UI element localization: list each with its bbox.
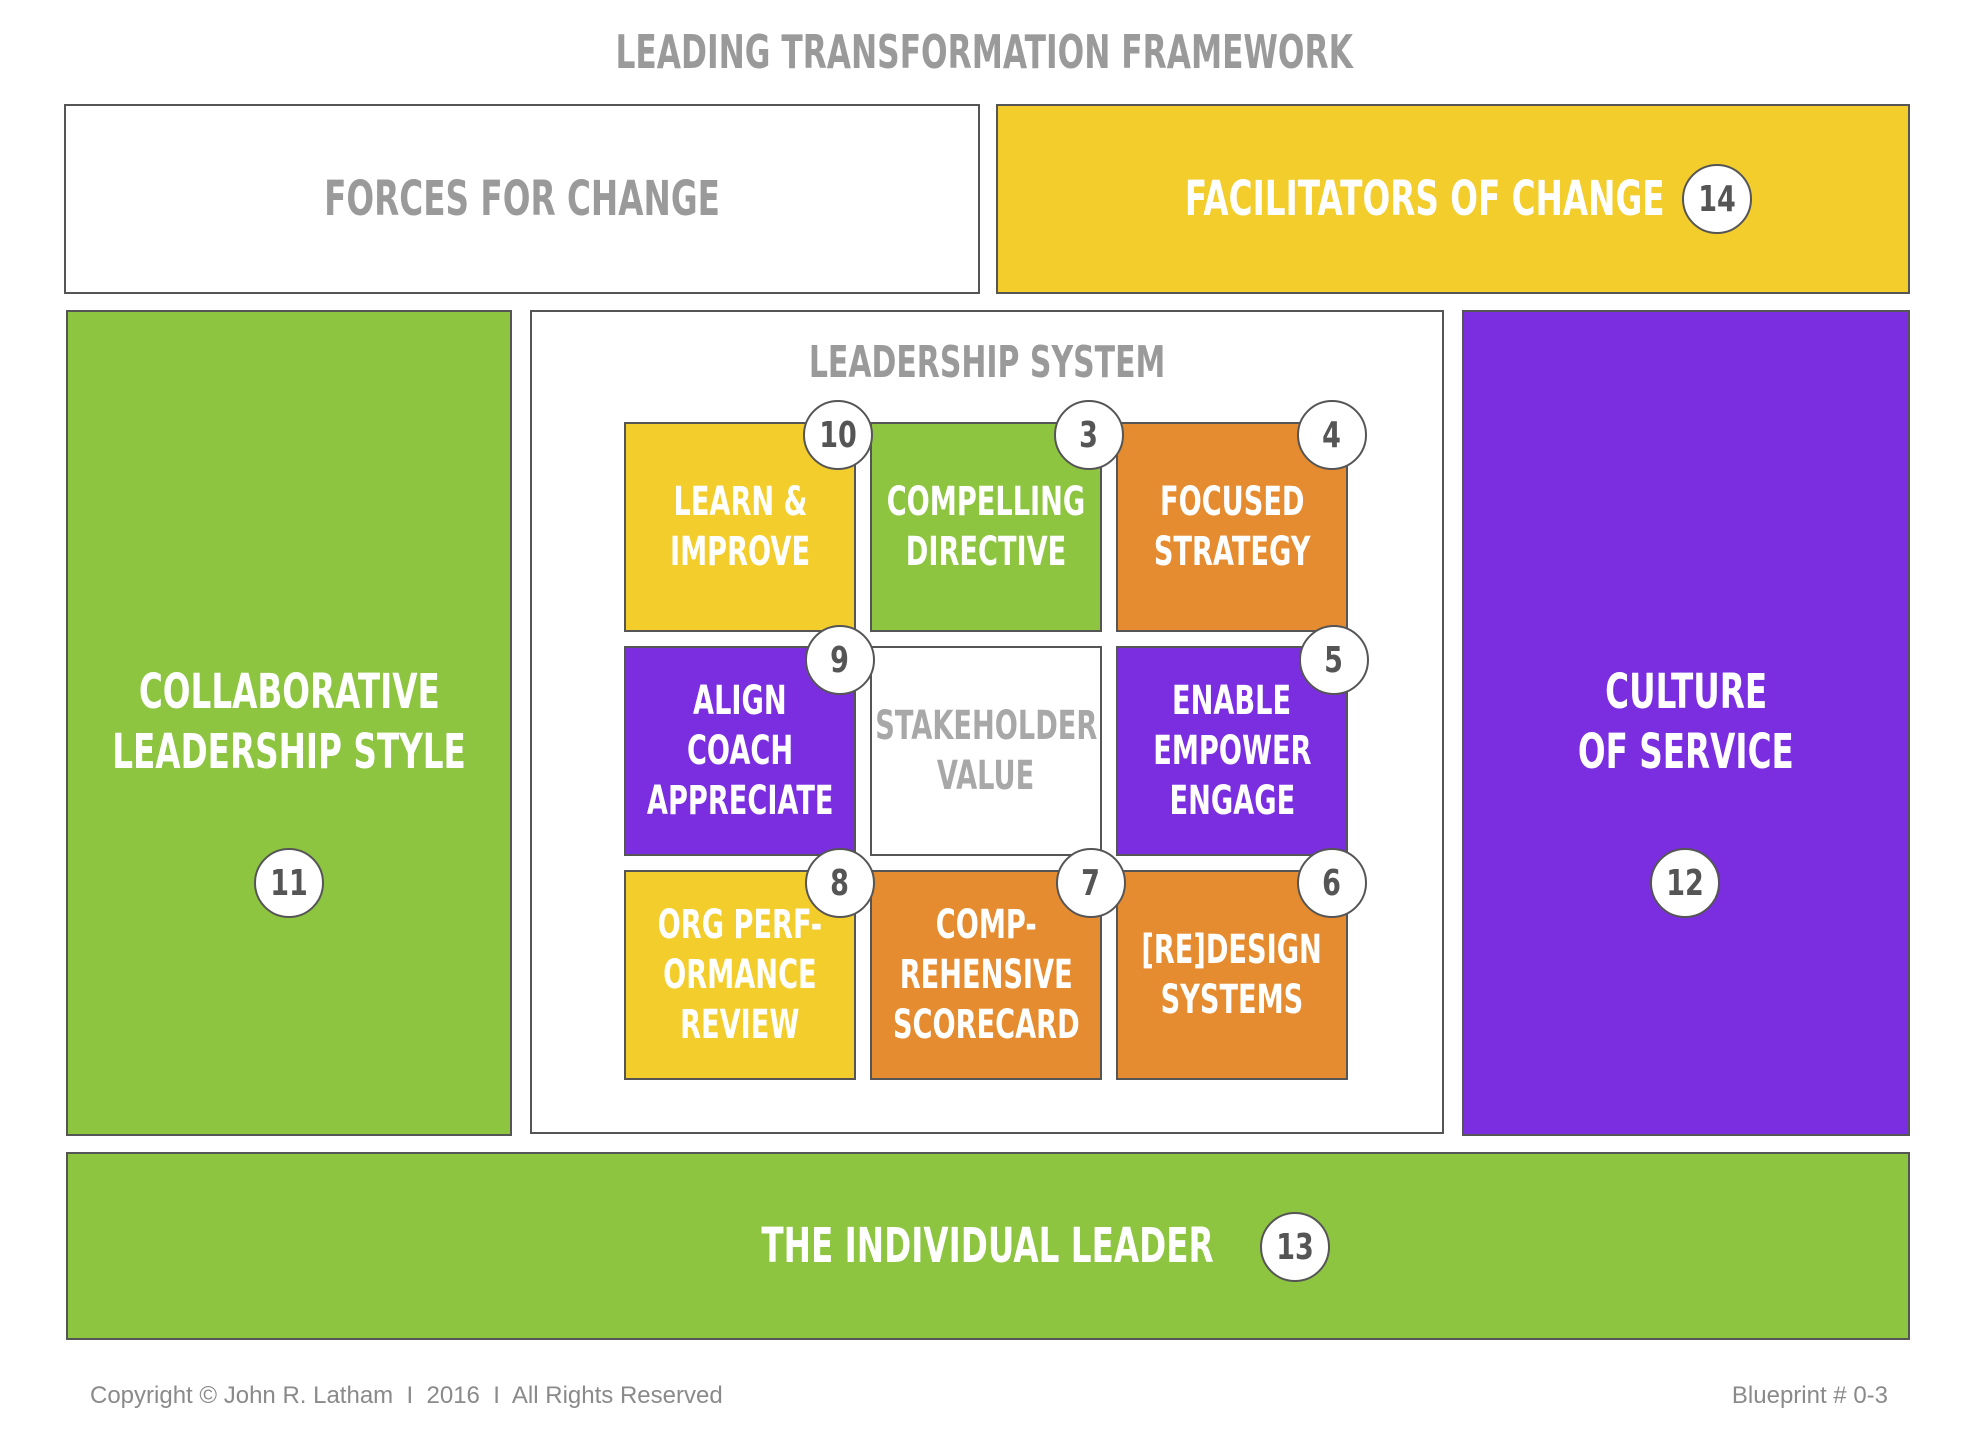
cell-stakeholder-value: STAKEHOLDER VALUE bbox=[870, 646, 1102, 856]
badge-9: 9 bbox=[805, 625, 875, 695]
framework-title: LEADING TRANSFORMATION FRAMEWORK bbox=[615, 25, 1353, 79]
facilitators-of-change-box: FACILITATORS OF CHANGE 14 bbox=[996, 104, 1910, 294]
badge-13: 13 bbox=[1260, 1212, 1330, 1282]
forces-for-change-box: FORCES FOR CHANGE bbox=[64, 104, 980, 294]
blueprint-label: Blueprint # 0-3 bbox=[1731, 1382, 1888, 1409]
copyright-text: Copyright © John R. Latham I 2016 I All … bbox=[90, 1382, 723, 1409]
individual-leader-label: THE INDIVIDUAL LEADER bbox=[761, 1218, 1215, 1274]
culture-line1: CULTURE bbox=[1604, 664, 1768, 720]
cell-learn-improve: LEARN & IMPROVE bbox=[624, 422, 856, 632]
badge-14: 14 bbox=[1682, 164, 1752, 234]
collaborative-leadership-box: COLLABORATIVE LEADERSHIP STYLE 11 bbox=[66, 310, 512, 1136]
badge-7: 7 bbox=[1056, 848, 1126, 918]
badge-4: 4 bbox=[1297, 400, 1367, 470]
badge-10: 10 bbox=[803, 400, 873, 470]
cell-comprehensive-scorecard: COMP- REHENSIVE SCORECARD bbox=[870, 870, 1102, 1080]
collaborative-line1: COLLABORATIVE bbox=[138, 664, 440, 720]
cell-org-performance-review: ORG PERF- ORMANCE REVIEW bbox=[624, 870, 856, 1080]
forces-for-change-label: FORCES FOR CHANGE bbox=[324, 171, 720, 227]
badge-11: 11 bbox=[254, 848, 324, 918]
culture-line2: OF SERVICE bbox=[1577, 724, 1795, 780]
badge-12: 12 bbox=[1650, 848, 1720, 918]
cell-compelling-directive: COMPELLING DIRECTIVE bbox=[870, 422, 1102, 632]
leadership-system-title: LEADERSHIP SYSTEM bbox=[808, 337, 1166, 388]
culture-of-service-box: CULTURE OF SERVICE 12 bbox=[1462, 310, 1910, 1136]
individual-leader-box: THE INDIVIDUAL LEADER 13 bbox=[66, 1152, 1910, 1340]
badge-6: 6 bbox=[1297, 848, 1367, 918]
badge-5: 5 bbox=[1299, 625, 1369, 695]
facilitators-of-change-label: FACILITATORS OF CHANGE bbox=[1185, 171, 1665, 227]
collaborative-line2: LEADERSHIP STYLE bbox=[112, 724, 466, 780]
badge-3: 3 bbox=[1054, 400, 1124, 470]
badge-8: 8 bbox=[805, 848, 875, 918]
cell-align-coach-appreciate: ALIGN COACH APPRECIATE bbox=[624, 646, 856, 856]
cell-redesign-systems: [RE]DESIGN SYSTEMS bbox=[1116, 870, 1348, 1080]
